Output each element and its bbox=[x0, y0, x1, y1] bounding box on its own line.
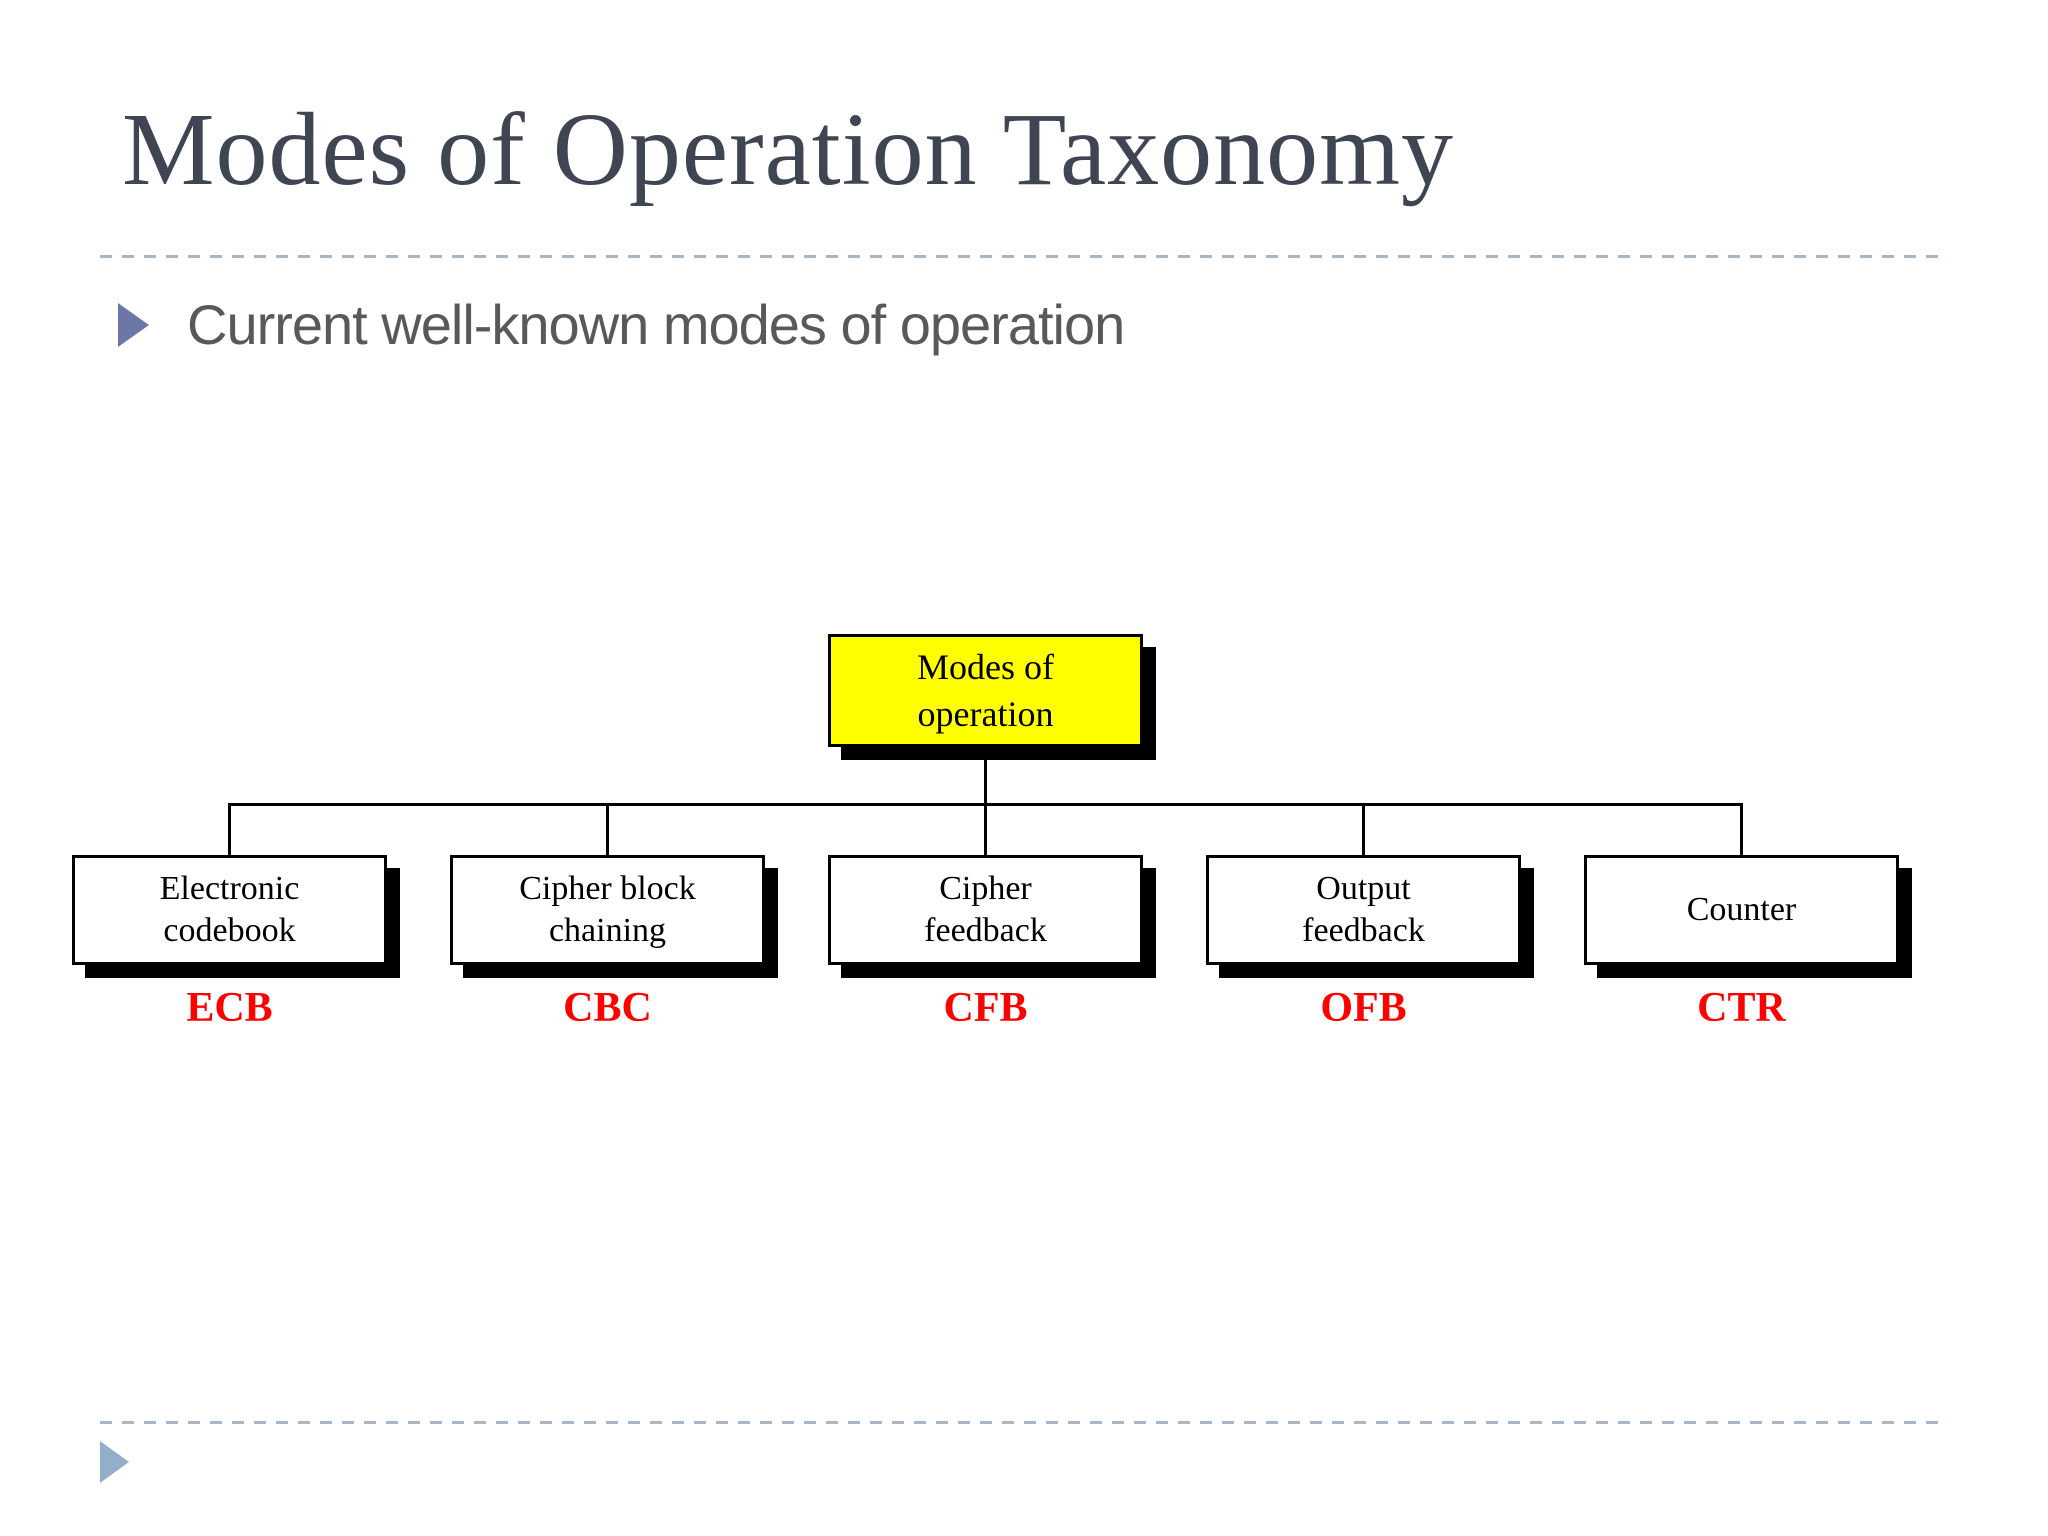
title-divider bbox=[100, 255, 1945, 258]
node-label-line: Counter bbox=[1686, 891, 1797, 928]
node-ctr: Counter bbox=[1584, 855, 1899, 965]
node-label-line: feedback bbox=[1302, 912, 1425, 949]
node-ofb: Output feedback bbox=[1206, 855, 1521, 965]
abbr-label-ofb: OFB bbox=[1320, 985, 1407, 1031]
abbr-label-ecb: ECB bbox=[186, 985, 273, 1031]
bullet-arrow-icon bbox=[118, 302, 149, 347]
next-slide-arrow-icon bbox=[100, 1441, 129, 1483]
node-cfb: Cipher feedback bbox=[828, 855, 1143, 965]
abbr-label-cbc: CBC bbox=[563, 985, 652, 1031]
node-label-line: chaining bbox=[548, 912, 667, 949]
bullet-text: Current well-known modes of operation bbox=[187, 293, 1125, 356]
root-node-modes-of-operation: Modes of operation bbox=[828, 634, 1143, 747]
abbr-label-ctr: CTR bbox=[1697, 985, 1786, 1031]
node-ecb: Electronic codebook bbox=[72, 855, 387, 965]
bullet-item: Current well-known modes of operation bbox=[118, 292, 1125, 357]
footer-divider bbox=[100, 1421, 1945, 1424]
node-cbc: Cipher block chaining bbox=[450, 855, 765, 965]
root-node-label-line: Modes of bbox=[917, 646, 1054, 687]
abbr-label-cfb: CFB bbox=[943, 985, 1028, 1031]
node-label-line: Electronic bbox=[159, 870, 300, 907]
node-label-line: Cipher block bbox=[519, 870, 696, 907]
page-title: Modes of Operation Taxonomy bbox=[122, 92, 1455, 207]
node-label-line: Cipher bbox=[939, 870, 1032, 907]
root-node-label-line: operation bbox=[917, 693, 1054, 734]
node-label-line: feedback bbox=[924, 912, 1047, 949]
node-label-line: codebook bbox=[163, 912, 296, 949]
node-label-line: Output bbox=[1316, 870, 1411, 907]
